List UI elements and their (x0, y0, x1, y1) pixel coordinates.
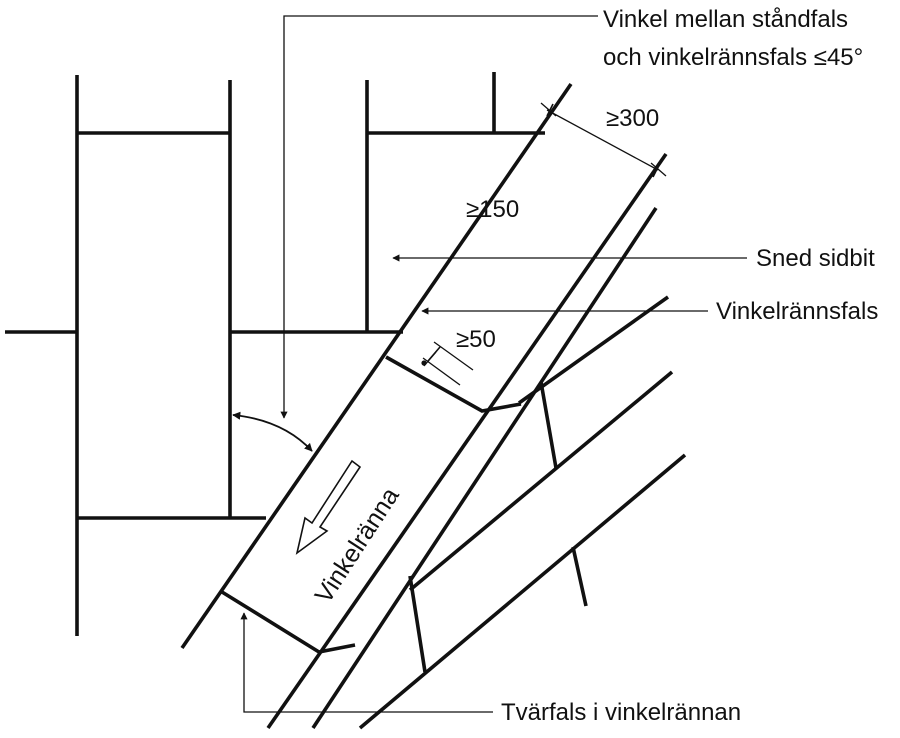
right-roof-seam (408, 575, 427, 673)
leader-tvarfals (240, 612, 493, 713)
right-roof-seam (408, 370, 674, 592)
valley-cross-seam-upper (385, 355, 522, 413)
label-sned-sidbit: Sned sidbit (756, 245, 875, 272)
right-roof-seam (539, 381, 558, 469)
label-angle-line1: Vinkel mellan ståndfals (603, 6, 848, 33)
left-roof-panels (5, 72, 545, 636)
label-angle-line2: och vinkelrännsfals ≤45° (603, 44, 863, 71)
right-roof-seam (571, 546, 588, 607)
valley-seam-right (266, 152, 668, 730)
label-dim-150: ≥150 (466, 196, 519, 223)
dimension-300 (540, 102, 667, 178)
valley-cross-seam-lower (221, 590, 356, 654)
label-dim-50: ≥50 (456, 326, 496, 353)
label-vinkelrannsfals: Vinkelrännsfals (716, 298, 878, 325)
valley-seam-left (180, 82, 573, 650)
label-tvarfals: Tvärfals i vinkelrännan (501, 699, 741, 726)
dimension-50 (421, 341, 474, 386)
right-roof-seam (358, 453, 687, 730)
valley-gutter (180, 82, 687, 730)
label-dim-300: ≥300 (606, 105, 659, 132)
leader-angle (280, 15, 598, 419)
flow-direction-arrow (295, 459, 362, 555)
leader-lines (240, 15, 747, 713)
right-roof-seam (517, 295, 670, 405)
valley-seam-outer (311, 207, 658, 729)
angle-arc (232, 411, 313, 452)
label-vinkelranna: Vinkelränna (310, 483, 405, 609)
